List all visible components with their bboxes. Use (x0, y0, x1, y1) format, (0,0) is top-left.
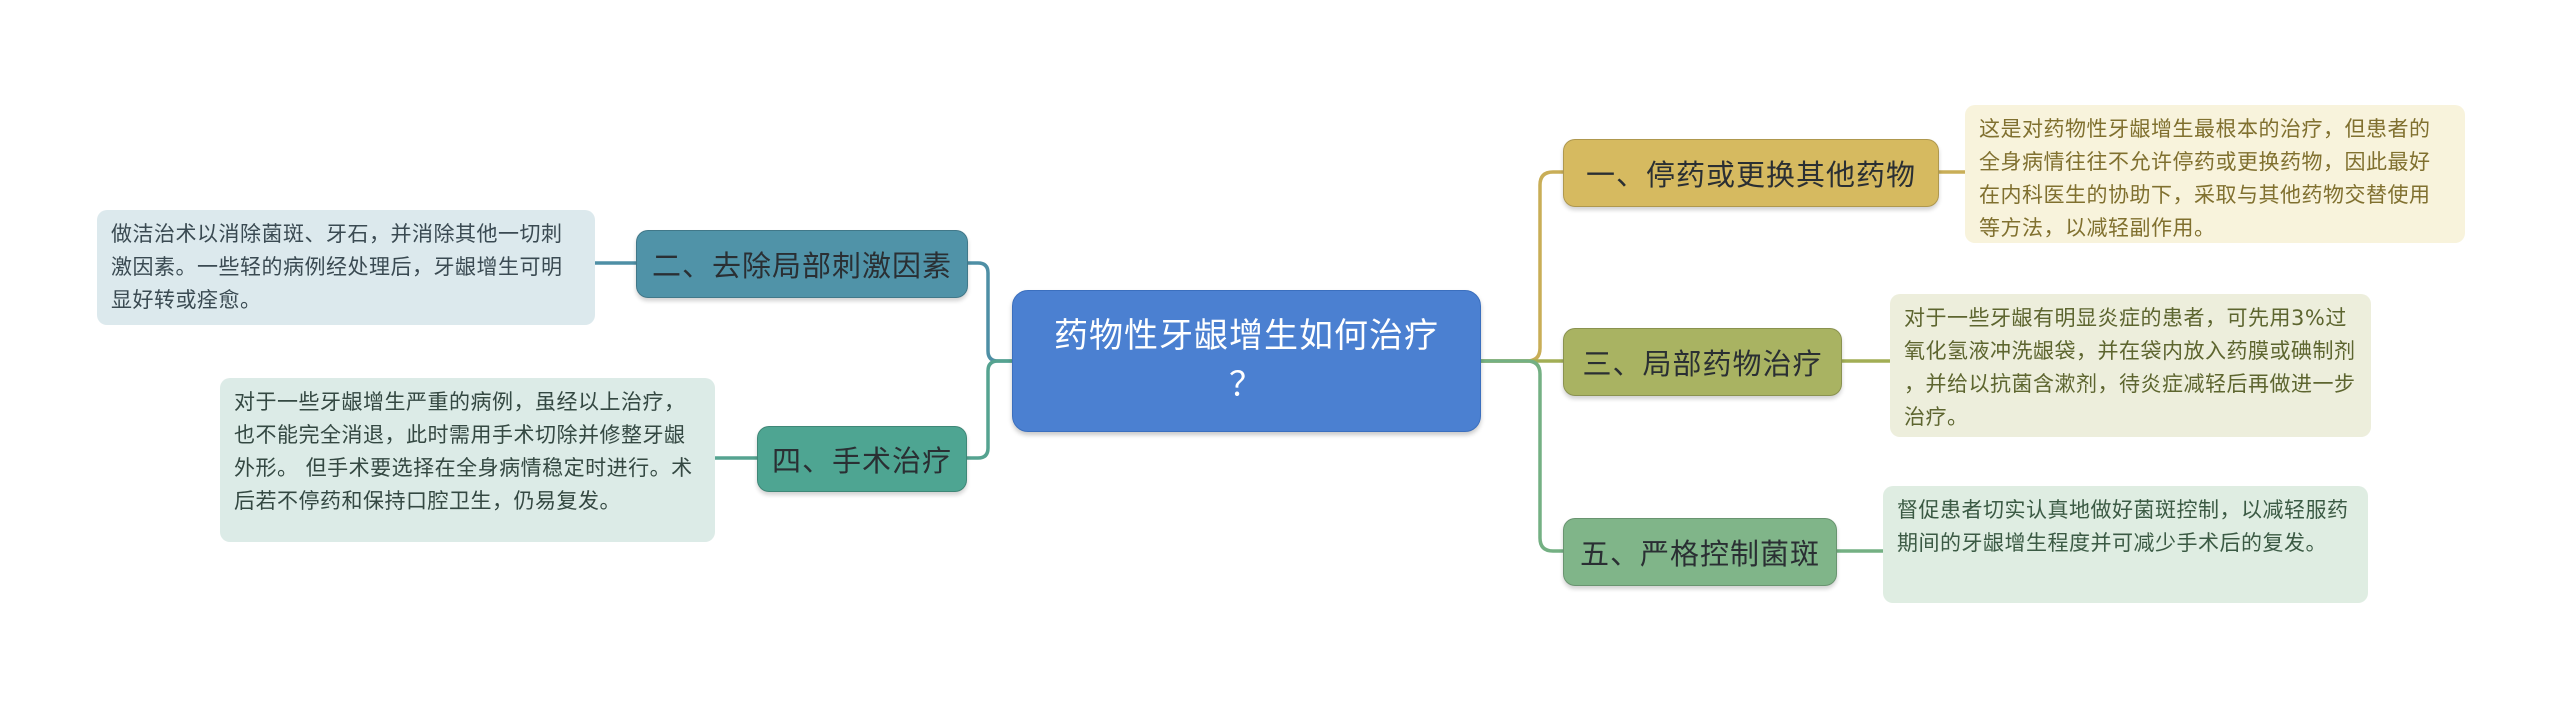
node-local-drug[interactable]: 三、局部药物治疗 (1563, 328, 1842, 396)
node-remove-irritants-label: 二、去除局部刺激因素 (651, 249, 952, 283)
connector-root-to-stop-drug (1479, 170, 1565, 363)
node-local-drug-label: 三、局部药物治疗 (1582, 347, 1823, 381)
node-stop-drug[interactable]: 一、停药或更换其他药物 (1563, 139, 1939, 207)
note-local-drug-text: 对于一些牙龈有明显炎症的患者，可先用3%过氧化氢液冲洗龈袋，并在袋内放入药膜或碘… (1904, 306, 2356, 429)
node-plaque-control[interactable]: 五、严格控制菌斑 (1563, 518, 1837, 586)
node-plaque-control-label: 五、严格控制菌斑 (1579, 537, 1820, 571)
node-stop-drug-label: 一、停药或更换其他药物 (1585, 158, 1916, 192)
note-surgery-text: 对于一些牙龈增生严重的病例，虽经以上治疗，也不能完全消退，此时需用手术切除并修整… (234, 390, 693, 513)
node-surgery[interactable]: 四、手术治疗 (757, 426, 967, 492)
note-stop-drug[interactable]: 这是对药物性牙龈增生最根本的治疗，但患者的全身病情往往不允许停药或更换药物，因此… (1965, 105, 2465, 243)
connector-root-to-plaque-control (1479, 359, 1565, 553)
connector-root-to-surgery (963, 359, 1014, 460)
connector-root-to-remove-irritants (964, 261, 1014, 363)
node-remove-irritants[interactable]: 二、去除局部刺激因素 (636, 230, 968, 298)
note-surgery[interactable]: 对于一些牙龈增生严重的病例，虽经以上治疗，也不能完全消退，此时需用手术切除并修整… (220, 378, 715, 542)
note-stop-drug-text: 这是对药物性牙龈增生最根本的治疗，但患者的全身病情往往不允许停药或更换药物，因此… (1979, 117, 2431, 240)
root-node-label: 药物性牙龈增生如何治疗？ (1054, 315, 1439, 405)
root-node[interactable]: 药物性牙龈增生如何治疗？ (1012, 290, 1481, 432)
note-local-drug[interactable]: 对于一些牙龈有明显炎症的患者，可先用3%过氧化氢液冲洗龈袋，并在袋内放入药膜或碘… (1890, 294, 2371, 437)
note-plaque-control-text: 督促患者切实认真地做好菌斑控制，以减轻服药期间的牙龈增生程度并可减少手术后的复发… (1897, 498, 2349, 555)
note-remove-irritants-text: 做洁治术以消除菌斑、牙石，并消除其他一切刺激因素。一些轻的病例经处理后，牙龈增生… (111, 222, 563, 312)
note-remove-irritants[interactable]: 做洁治术以消除菌斑、牙石，并消除其他一切刺激因素。一些轻的病例经处理后，牙龈增生… (97, 210, 595, 325)
note-plaque-control[interactable]: 督促患者切实认真地做好菌斑控制，以减轻服药期间的牙龈增生程度并可减少手术后的复发… (1883, 486, 2368, 603)
node-surgery-label: 四、手术治疗 (771, 444, 952, 478)
